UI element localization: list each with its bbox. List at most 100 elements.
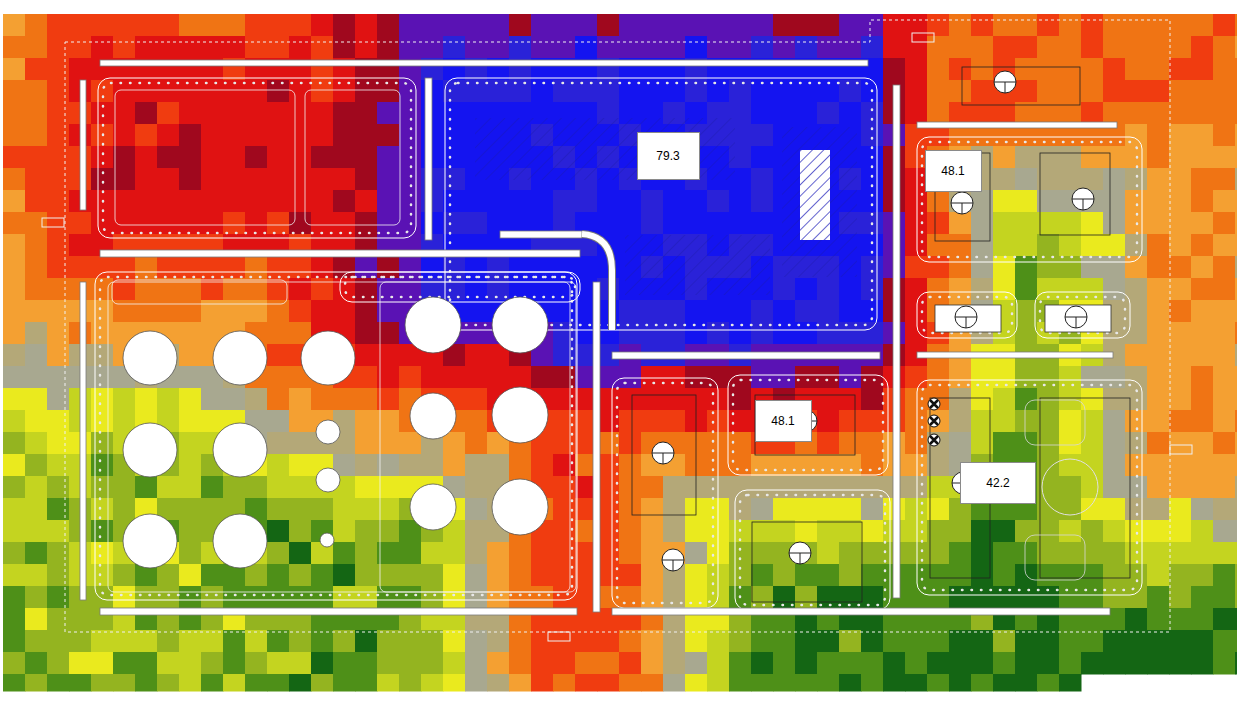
heat-cell — [25, 542, 48, 565]
heat-cell — [1235, 190, 1237, 213]
heat-cell — [729, 36, 752, 59]
heat-cell — [465, 300, 488, 323]
heat-cell — [949, 674, 972, 692]
heat-cell — [1191, 564, 1214, 587]
heat-cell — [1103, 520, 1126, 543]
heat-cell — [3, 454, 26, 477]
hatched-area — [625, 235, 770, 295]
heat-cell — [1037, 14, 1060, 37]
heat-cell — [1213, 146, 1236, 169]
heat-cell — [1169, 36, 1192, 59]
heat-cell — [1213, 102, 1236, 125]
heat-cell — [773, 630, 796, 653]
heat-cell — [619, 14, 642, 37]
heat-cell — [751, 630, 774, 653]
heat-cell — [861, 564, 884, 587]
heat-cell — [795, 14, 818, 37]
heat-cell — [553, 652, 576, 675]
heat-cell — [795, 300, 818, 323]
heat-cell — [1213, 190, 1236, 213]
heat-cell — [69, 36, 92, 59]
equipment-outline — [752, 522, 862, 602]
heat-cell — [641, 652, 664, 675]
heat-cell — [267, 476, 290, 499]
equipment-outline — [755, 395, 855, 455]
heat-cell — [619, 498, 642, 521]
heat-cell — [641, 542, 664, 565]
heat-cell — [267, 256, 290, 279]
heat-cell — [157, 102, 180, 125]
heat-cell — [1059, 80, 1082, 103]
heat-cell — [311, 630, 334, 653]
heat-cell — [1147, 608, 1170, 631]
heat-cell — [3, 410, 26, 433]
heat-cell — [751, 476, 774, 499]
heat-cell — [91, 322, 114, 345]
heat-cell — [905, 498, 928, 521]
heat-cell — [179, 366, 202, 389]
heat-cell — [619, 674, 642, 692]
heat-cell — [311, 14, 334, 37]
heat-cell — [597, 630, 620, 653]
heat-cell — [69, 630, 92, 653]
heat-cell — [1169, 366, 1192, 389]
heat-cell — [531, 36, 554, 59]
heat-cell — [927, 80, 950, 103]
heat-cell — [179, 256, 202, 279]
heat-cell — [47, 674, 70, 692]
heat-cell — [487, 674, 510, 692]
heat-cell — [289, 410, 312, 433]
heat-cell — [861, 256, 884, 279]
heat-cell — [179, 652, 202, 675]
heat-cell — [1191, 344, 1214, 367]
heat-cell — [179, 476, 202, 499]
heat-cell — [223, 388, 246, 411]
pump-symbol — [928, 415, 940, 427]
heat-cell — [443, 366, 466, 389]
heat-cell — [91, 14, 114, 37]
heat-cell — [1081, 498, 1104, 521]
heat-cell — [25, 454, 48, 477]
heat-cell — [1081, 168, 1104, 191]
heat-cell — [1191, 542, 1214, 565]
heat-cell — [267, 520, 290, 543]
heat-cell — [1191, 36, 1214, 59]
heat-cell — [47, 608, 70, 631]
heat-cell — [1213, 278, 1236, 301]
heat-cell — [267, 410, 290, 433]
heat-cell — [1235, 476, 1237, 499]
heat-cell — [839, 498, 862, 521]
heat-cell — [1103, 146, 1126, 169]
heat-cell — [421, 652, 444, 675]
heat-cell — [135, 168, 158, 191]
heat-cell — [971, 36, 994, 59]
heat-cell — [421, 674, 444, 692]
heat-cell — [289, 124, 312, 147]
heat-cell — [883, 674, 906, 692]
heat-cell — [1147, 630, 1170, 653]
heat-cell — [817, 476, 840, 499]
heat-cell — [1103, 366, 1126, 389]
heat-cell — [729, 454, 752, 477]
heat-cell — [1213, 608, 1236, 631]
heat-cell — [927, 586, 950, 609]
heat-cell — [113, 278, 136, 301]
heat-cell — [663, 366, 686, 389]
heat-cell — [223, 674, 246, 692]
heat-cell — [47, 344, 70, 367]
heat-cell — [1147, 124, 1170, 147]
heat-cell — [201, 168, 224, 191]
heat-cell — [619, 564, 642, 587]
heat-cell — [91, 432, 114, 455]
heat-cell — [399, 366, 422, 389]
heat-cell — [421, 454, 444, 477]
heat-cell — [971, 14, 994, 37]
heat-cell — [465, 498, 488, 521]
heat-cell — [289, 520, 312, 543]
heat-cell — [333, 146, 356, 169]
dike-outline — [917, 292, 1017, 338]
heat-cell — [795, 586, 818, 609]
heat-cell — [421, 366, 444, 389]
heat-cell — [91, 366, 114, 389]
heat-cell — [1103, 542, 1126, 565]
